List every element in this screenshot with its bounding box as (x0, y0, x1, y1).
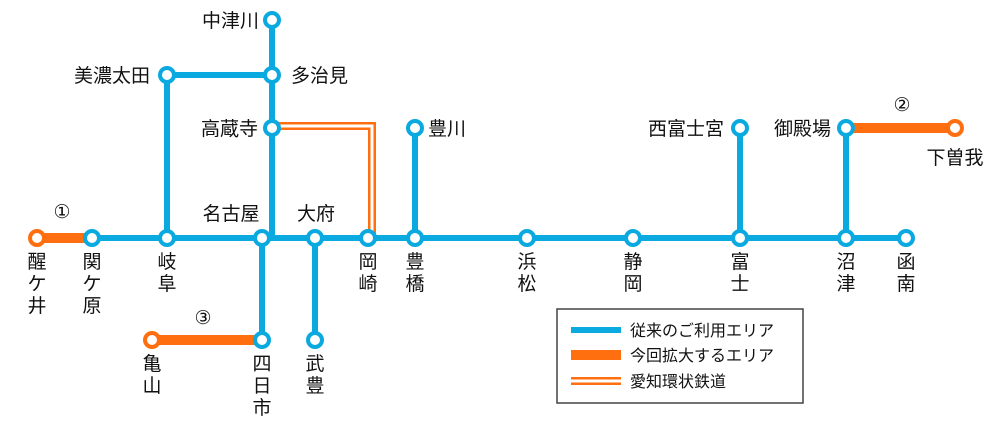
station-marker-gotemba (837, 119, 855, 137)
label-kameyama: 亀山 (142, 353, 161, 397)
label-nishifujinomiya: 西富士宮 (648, 118, 724, 140)
station-labels-horizontal: 中津川 多治見 美濃太田 高蔵寺 豊川 西富士宮 御殿場 下曽我 名古屋 大府 (74, 10, 984, 225)
label-hamamatsu: 浜松 (517, 251, 536, 295)
station-labels-vertical: 醒ケ井 関ケ原 岐阜 岡崎 豊橋 浜松 静岡 富士 沼津 函南 亀山 四日市 武… (27, 251, 915, 419)
station-marker-fuji (731, 229, 749, 247)
expanded-stations (28, 119, 964, 349)
label-gifu: 岐阜 (157, 251, 176, 295)
label-gotemba: 御殿場 (774, 118, 831, 140)
area-marker-3: ③ (194, 307, 211, 329)
station-marker-kannami (897, 229, 915, 247)
station-marker-obu (306, 229, 324, 247)
legend-label-existing: 従来のご利用エリア (630, 321, 774, 340)
aichi-loop-line (272, 122, 376, 238)
label-kannami: 函南 (896, 251, 915, 295)
label-shizuoka: 静岡 (623, 251, 642, 295)
area-markers: ① ② ③ (53, 94, 910, 329)
label-okazaki: 岡崎 (358, 251, 377, 295)
label-sekigahara: 関ケ原 (82, 251, 101, 317)
station-marker-toyohashi (406, 229, 424, 247)
label-yokkaichi: 四日市 (252, 353, 271, 419)
station-marker-nishifujinomiya (731, 119, 749, 137)
label-toyokawa: 豊川 (428, 118, 466, 140)
label-samegai: 醒ケ井 (27, 251, 46, 317)
station-marker-samegai (28, 229, 46, 247)
station-marker-toyokawa (406, 119, 424, 137)
label-fuji: 富士 (730, 251, 749, 295)
label-numazu: 沼津 (836, 251, 855, 295)
station-marker-sekigahara (83, 229, 101, 247)
station-marker-shizuoka (624, 229, 642, 247)
station-marker-numazu (837, 229, 855, 247)
station-marker-okazaki (359, 229, 377, 247)
label-obu: 大府 (297, 203, 335, 225)
legend-label-aichi-loop: 愛知環状鉄道 (630, 372, 726, 391)
area-marker-1: ① (53, 201, 70, 223)
legend: 従来のご利用エリア 今回拡大するエリア 愛知環状鉄道 (556, 308, 804, 404)
station-marker-gifu (158, 229, 176, 247)
station-marker-hamamatsu (518, 229, 536, 247)
station-marker-taketoyo (306, 331, 324, 349)
station-marker-kameyama (143, 331, 161, 349)
label-tajimi: 多治見 (291, 65, 348, 87)
station-marker-yokkaichi (253, 331, 271, 349)
station-marker-tajimi (263, 66, 281, 84)
label-kozoji: 高蔵寺 (201, 118, 258, 140)
area-marker-2: ② (893, 94, 910, 116)
station-marker-minoota (158, 66, 176, 84)
label-nakatsugawa: 中津川 (202, 10, 259, 32)
legend-label-expanded: 今回拡大するエリア (630, 346, 774, 365)
existing-lines (92, 20, 906, 340)
station-marker-nakatsugawa (263, 11, 281, 29)
expanded-lines (37, 123, 955, 345)
label-toyohashi: 豊橋 (405, 251, 424, 295)
label-shimosoga: 下曽我 (926, 147, 983, 169)
label-taketoyo: 武豊 (305, 353, 324, 397)
label-minoota: 美濃太田 (74, 65, 150, 87)
existing-stations (83, 11, 915, 349)
station-marker-nagoya (253, 229, 271, 247)
station-marker-shimosoga (946, 119, 964, 137)
station-marker-kozoji (263, 119, 281, 137)
label-nagoya: 名古屋 (202, 203, 259, 225)
